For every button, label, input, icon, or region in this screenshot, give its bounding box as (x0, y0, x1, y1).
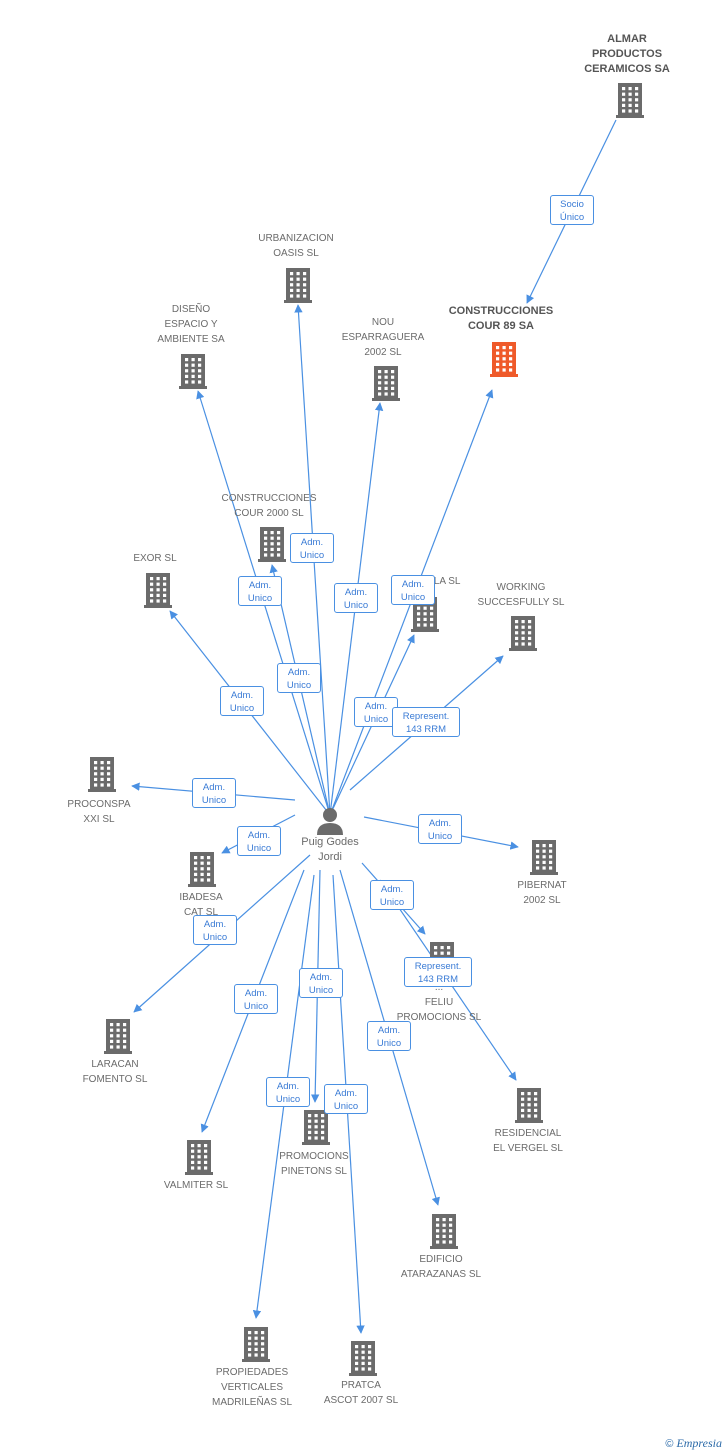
relation-label[interactable]: Adm. Unico (193, 915, 237, 945)
company-pratca-ascot[interactable]: PRATCA ASCOT 2007 SL (291, 1378, 431, 1408)
relation-label[interactable]: Adm. Unico (277, 663, 321, 693)
building-icon (372, 366, 400, 401)
company-diseno-espacio[interactable]: DISEÑO ESPACIO Y AMBIENTE SA (121, 302, 261, 347)
relation-label[interactable]: Represent. 143 RRM (392, 707, 460, 737)
company-label: URBANIZACION OASIS SL (258, 233, 334, 259)
company-construcciones-cour-2000[interactable]: CONSTRUCCIONES COUR 2000 SL (199, 491, 339, 521)
building-icon (302, 1110, 330, 1145)
company-propiedades-verticales[interactable]: PROPIEDADES VERTICALES MADRILEÑAS SL (182, 1365, 322, 1410)
company-laracan-fomento[interactable]: LARACAN FOMENTO SL (45, 1057, 185, 1087)
company-label: ... FELIU PROMOCIONS SL (396, 982, 482, 1023)
company-label: EDIFICIO ATARAZANAS SL (400, 1254, 482, 1280)
relation-label[interactable]: Represent. 143 RRM (404, 957, 472, 987)
relation-label[interactable]: Adm. Unico (354, 697, 398, 727)
relation-label[interactable]: Adm. Unico (418, 814, 462, 844)
company-label: IBADESA CAT SL (179, 892, 223, 918)
company-construcciones-cour-89[interactable]: CONSTRUCCIONES COUR 89 SA (431, 304, 571, 334)
building-icon (530, 840, 558, 875)
building-icon (88, 757, 116, 792)
company-proconspa[interactable]: PROCONSPA XXI SL (29, 797, 169, 827)
company-label: PROPIEDADES VERTICALES MADRILEÑAS SL (211, 1367, 293, 1408)
person-name: Puig Godes Jordi (301, 836, 359, 863)
person-node[interactable]: Puig Godes Jordi (280, 805, 380, 865)
company-label: RESIDENCIAL EL VERGEL SL (493, 1128, 563, 1154)
company-ibadesa[interactable]: IBADESA CAT SL (131, 890, 271, 920)
company-label: EXOR SL (133, 553, 177, 564)
relation-label[interactable]: Adm. Unico (299, 968, 343, 998)
relation-label[interactable]: Adm. Unico (237, 826, 281, 856)
relation-label[interactable]: Adm. Unico (370, 880, 414, 910)
relation-label[interactable]: Adm. Unico (192, 778, 236, 808)
relation-label[interactable]: Adm. Unico (391, 575, 435, 605)
relation-label[interactable]: Adm. Unico (324, 1084, 368, 1114)
relation-label[interactable]: Socio Único (550, 195, 594, 225)
company-label: DISEÑO ESPACIO Y AMBIENTE SA (157, 304, 225, 345)
brand-name: Empresia (676, 1436, 722, 1450)
company-nou-esparraguera[interactable]: NOU ESPARRAGUERA 2002 SL (313, 315, 453, 360)
company-exor[interactable]: EXOR SL (85, 551, 225, 566)
relation-label[interactable]: Adm. Unico (234, 984, 278, 1014)
company-label: PROCONSPA XXI SL (67, 799, 131, 825)
relation-label[interactable]: Adm. Unico (290, 533, 334, 563)
relation-label[interactable]: Adm. Unico (238, 576, 282, 606)
building-icon (515, 1088, 543, 1123)
company-feliu-promocions[interactable]: ... FELIU PROMOCIONS SL (369, 980, 509, 1025)
company-label: LARACAN FOMENTO SL (82, 1059, 148, 1085)
company-valmiter[interactable]: VALMITER SL (126, 1178, 266, 1193)
company-label: ALMAR PRODUCTOS CERAMICOS SA (584, 33, 670, 75)
relation-label[interactable]: Adm. Unico (367, 1021, 411, 1051)
building-icon (349, 1341, 377, 1376)
building-icon (188, 852, 216, 887)
building-icon (104, 1019, 132, 1054)
company-label: VALMITER SL (163, 1180, 229, 1191)
brand-footer: ©Empresia (665, 1436, 722, 1451)
company-label: WORKING SUCCESFULLY SL (477, 582, 565, 608)
company-promocions-pinetons[interactable]: PROMOCIONS PINETONS SL (244, 1149, 384, 1179)
company-label: NOU ESPARRAGUERA 2002 SL (341, 317, 425, 358)
company-working-succesfully[interactable]: WORKING SUCCESFULLY SL (451, 580, 591, 610)
building-icon (179, 354, 207, 389)
company-urbanizacion-oasis[interactable]: URBANIZACION OASIS SL (226, 231, 366, 261)
relation-label[interactable]: Adm. Unico (220, 686, 264, 716)
company-label: PRATCA ASCOT 2007 SL (323, 1380, 399, 1406)
building-icon (185, 1140, 213, 1175)
building-icon (616, 83, 644, 118)
building-icon (144, 573, 172, 608)
company-label: PIBERNAT 2002 SL (517, 880, 567, 906)
company-almar[interactable]: ALMAR PRODUCTOS CERAMICOS SA (557, 32, 697, 113)
building-icon (610, 77, 644, 113)
building-icon (258, 527, 286, 562)
company-residencial-el-vergel[interactable]: RESIDENCIAL EL VERGEL SL (458, 1126, 598, 1156)
building-icon (430, 1214, 458, 1249)
relation-label[interactable]: Adm. Unico (266, 1077, 310, 1107)
company-pibernat[interactable]: PIBERNAT 2002 SL (472, 878, 612, 908)
company-label: CONSTRUCCIONES COUR 2000 SL (221, 493, 317, 519)
building-icon (284, 268, 312, 303)
person-icon (317, 808, 343, 835)
relation-label[interactable]: Adm. Unico (334, 583, 378, 613)
company-label: PROMOCIONS PINETONS SL (279, 1151, 349, 1177)
copyright-symbol: © (665, 1438, 674, 1450)
building-icon (490, 342, 518, 377)
building-icon (509, 616, 537, 651)
building-icon (242, 1327, 270, 1362)
company-edificio-atarazanas[interactable]: EDIFICIO ATARAZANAS SL (371, 1252, 511, 1282)
company-label: CONSTRUCCIONES COUR 89 SA (448, 305, 554, 332)
